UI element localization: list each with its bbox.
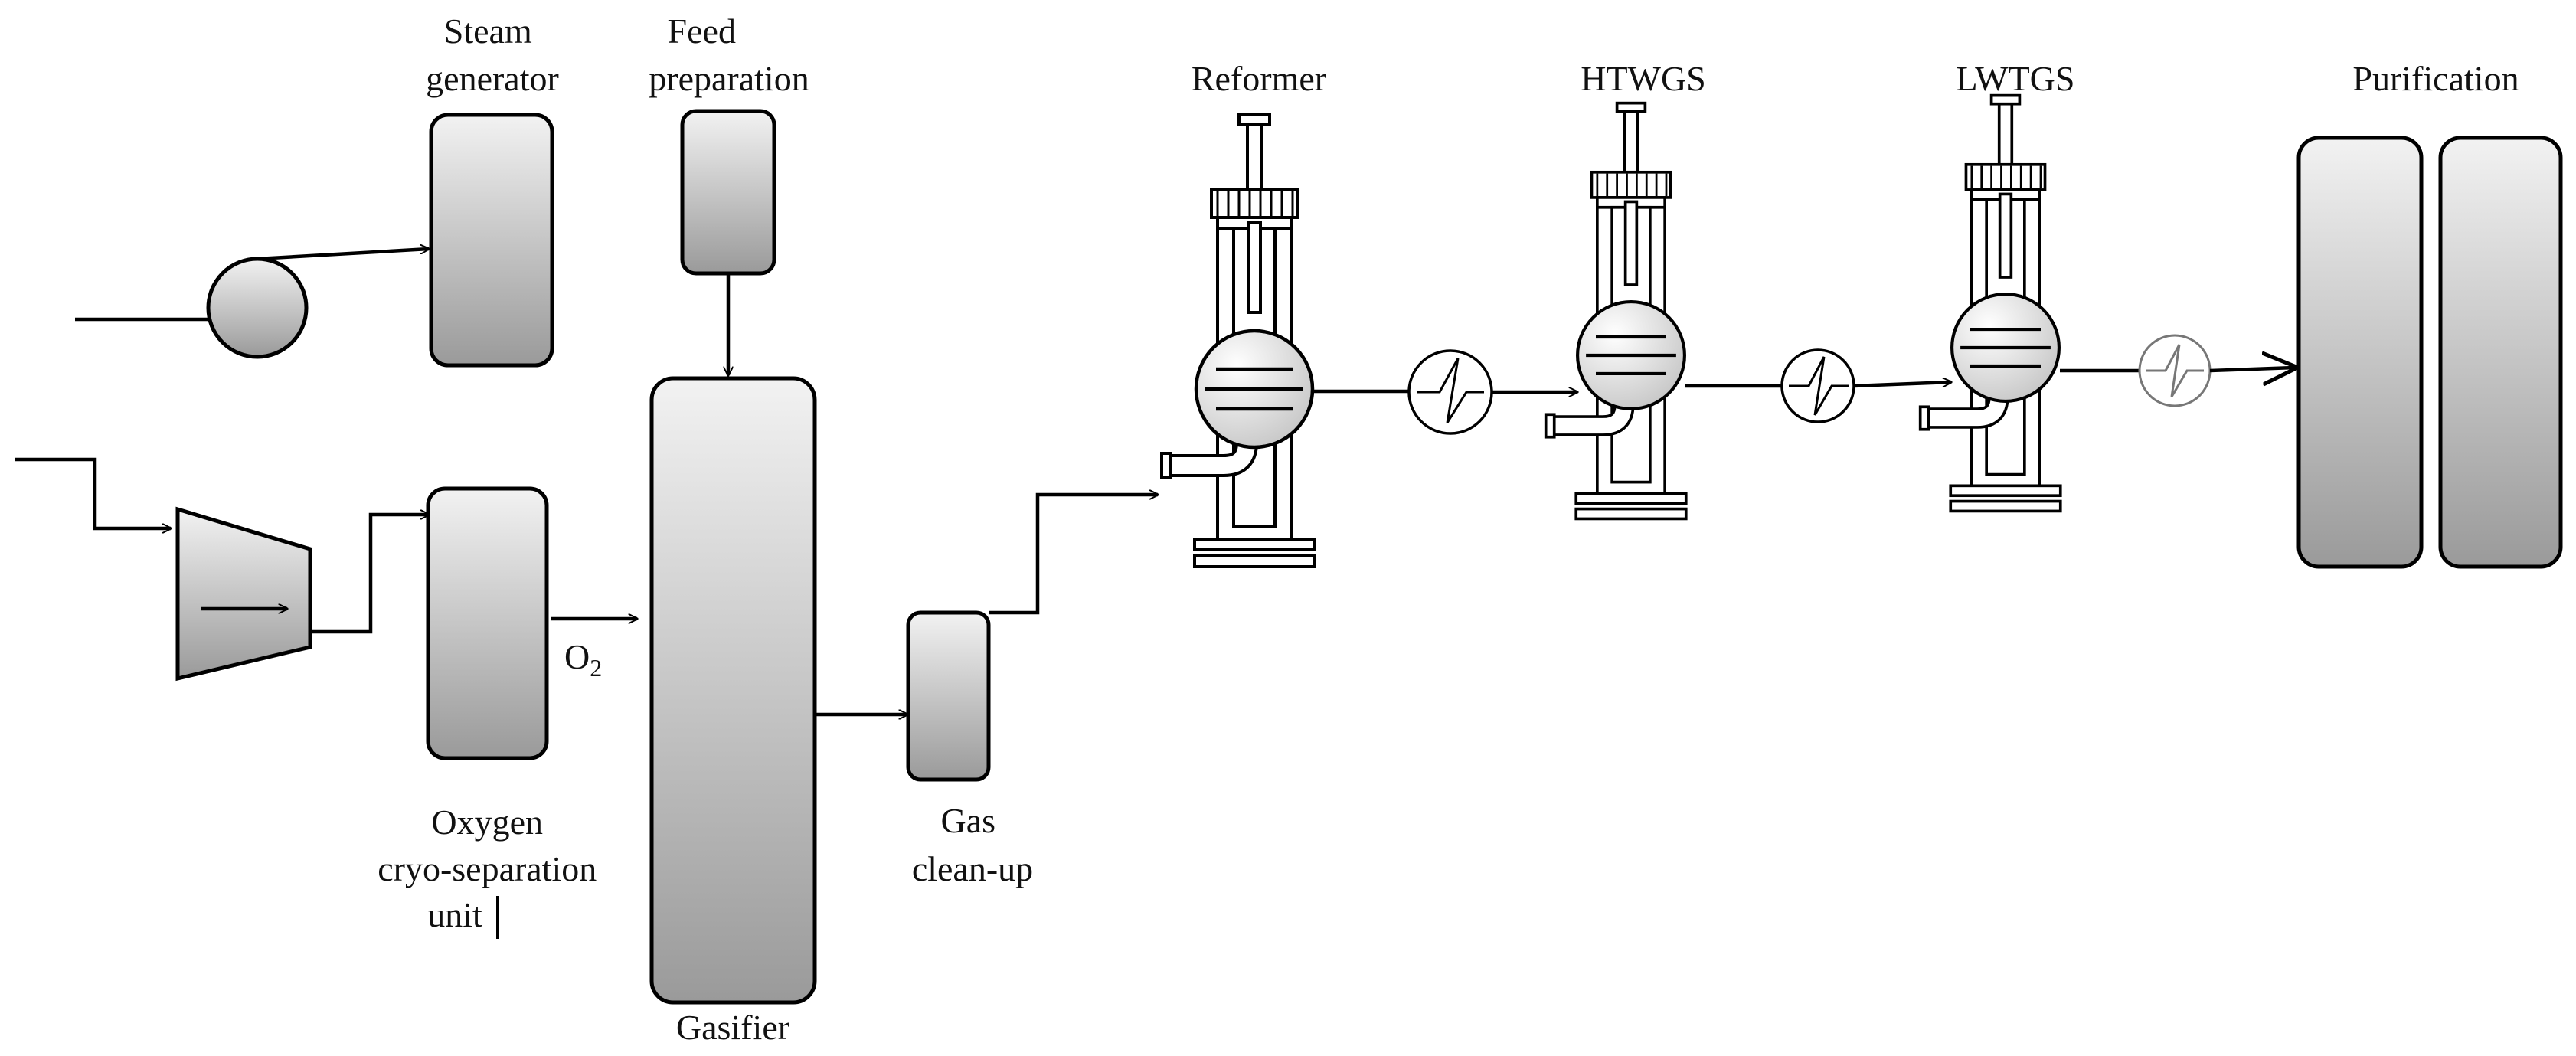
gas-cleanup-label: Gas clean-up (912, 801, 1033, 888)
gasifier-vessel (649, 376, 817, 1005)
oxygen-unit-label-line-1: Oxygen (431, 803, 543, 842)
reformer-label: Reformer (1192, 59, 1326, 98)
steam-generator-label-line-2: generator (426, 59, 559, 98)
heat-exchanger-1 (1407, 349, 1493, 435)
purification-label: Purification (2352, 59, 2519, 98)
air-compressor (175, 506, 312, 682)
feed-preparation-label-line-2: preparation (649, 59, 809, 98)
gasifier-label: Gasifier (676, 1008, 789, 1047)
oxygen-unit-label-line-3: unit (427, 895, 482, 934)
gas-cleanup-label-line-1: Gas (940, 801, 995, 840)
htwgs-reactor (1546, 103, 1686, 519)
feed-preparation-vessel (680, 109, 776, 276)
purification-vessel-2 (2438, 136, 2563, 569)
feed-preparation-label-line-1: Feed (668, 11, 736, 51)
heat-exchanger-1-coil (1417, 358, 1484, 423)
steam-generator-label: Steam generator (426, 11, 559, 98)
oxygen-unit-label: Oxygen cryo-separation unit (378, 803, 606, 934)
pump-icon (206, 257, 309, 359)
lwtgs-label: LWTGS (1956, 59, 2074, 98)
heat-exchanger-3-coil (2146, 344, 2204, 397)
water-pump (206, 257, 309, 359)
air-inlet-arrow (15, 457, 171, 528)
htwgs-label: HTWGS (1581, 59, 1706, 98)
reformer-vessel (1162, 115, 1314, 567)
oxygen-unit-label-line-2: cryo-separation (378, 849, 597, 888)
hx3-to-purification-arrow (2209, 368, 2294, 371)
o2-label: O2 (564, 637, 602, 682)
steam-generator-vessel (429, 113, 554, 368)
compressor-to-oxygen-unit-arrow (310, 515, 429, 634)
lwtgs-reactor (1921, 96, 2061, 512)
gas-cleanup-vessel (906, 610, 991, 782)
cleanup-to-reformer-arrow (989, 495, 1158, 615)
o2-label-main: O (564, 637, 590, 676)
oxygen-cryo-separation-unit (426, 486, 549, 760)
hx2-to-lwtgs-arrow (1853, 382, 1951, 388)
pump-to-steam-generator-arrow (257, 249, 429, 261)
heat-exchanger-3 (2138, 334, 2212, 407)
steam-generator-label-line-1: Steam (444, 11, 532, 51)
heat-exchanger-2 (1780, 348, 1855, 423)
gas-cleanup-label-line-2: clean-up (912, 849, 1033, 888)
heat-exchanger-2-coil (1789, 356, 1849, 416)
purification-vessel-1 (2296, 136, 2424, 569)
feed-preparation-label: Feed preparation (649, 11, 809, 98)
o2-label-subscript: 2 (590, 654, 602, 682)
